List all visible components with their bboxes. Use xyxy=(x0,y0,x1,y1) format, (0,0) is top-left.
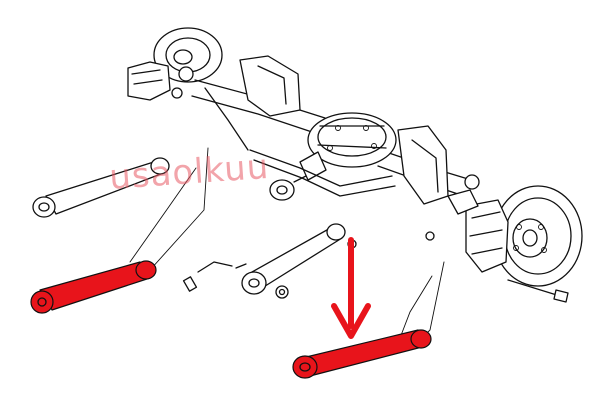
left-upper-bracket xyxy=(204,55,301,151)
pinion-yoke xyxy=(269,151,327,201)
down-arrow-icon xyxy=(331,237,371,339)
right-brake-rotor xyxy=(493,185,583,287)
right-upper-bracket xyxy=(249,125,449,205)
center-lower-link xyxy=(241,223,346,295)
differential xyxy=(307,112,397,168)
bracket-lines xyxy=(129,147,445,341)
lower-control-arm-left xyxy=(30,260,157,314)
right-caliper-assembly xyxy=(425,174,509,273)
left-upper-control-arm xyxy=(32,157,170,218)
left-caliper-assembly xyxy=(127,61,194,101)
lower-control-arm-right xyxy=(292,329,432,379)
left-brake-drum xyxy=(153,27,223,83)
right-mounting-bolt xyxy=(507,279,569,303)
